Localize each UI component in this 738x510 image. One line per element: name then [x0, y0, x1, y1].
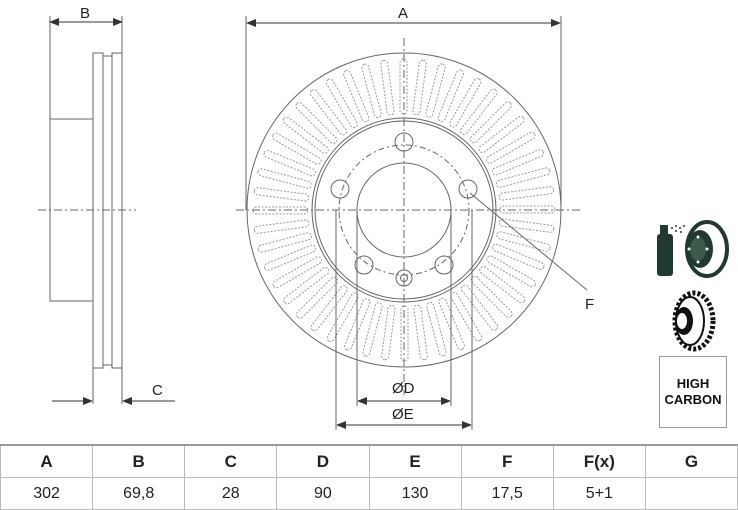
front-view — [236, 16, 588, 430]
value-g — [644, 477, 738, 510]
spray-coated-disc-icon — [657, 220, 729, 278]
dimension-label-b: B — [80, 5, 90, 22]
value-c: 28 — [184, 477, 278, 510]
value-e: 130 — [368, 477, 462, 510]
value-f: 17,5 — [460, 477, 554, 510]
value-a: 302 — [0, 477, 94, 510]
dimension-label-a: A — [398, 5, 408, 22]
header-d: D — [276, 444, 370, 478]
dimension-label-d: ØD — [392, 380, 415, 397]
brake-disc-technical-drawing: B C — [38, 5, 729, 430]
value-fx: 5+1 — [552, 477, 646, 510]
dimension-label-f: F — [585, 296, 594, 313]
high-carbon-line2: CARBON — [664, 392, 722, 407]
specification-table: A B C D E F F(x) G 302 69,8 28 90 130 17… — [0, 444, 738, 510]
header-e: E — [368, 444, 462, 478]
header-g: G — [644, 444, 738, 478]
dimension-label-e: ØE — [392, 406, 414, 423]
header-c: C — [184, 444, 278, 478]
spec-value-row: 302 69,8 28 90 130 17,5 5+1 — [0, 477, 738, 510]
high-carbon-badge: HIGH CARBON — [659, 356, 727, 428]
header-a: A — [0, 444, 94, 478]
spec-header-row: A B C D E F F(x) G — [0, 444, 738, 478]
value-d: 90 — [276, 477, 370, 510]
value-b: 69,8 — [92, 477, 186, 510]
header-f: F — [460, 444, 554, 478]
dimension-label-c: C — [152, 382, 163, 399]
header-fx: F(x) — [552, 444, 646, 478]
side-view — [38, 16, 175, 405]
header-b: B — [92, 444, 186, 478]
vented-disc-icon — [672, 290, 716, 352]
high-carbon-line1: HIGH — [676, 376, 710, 391]
